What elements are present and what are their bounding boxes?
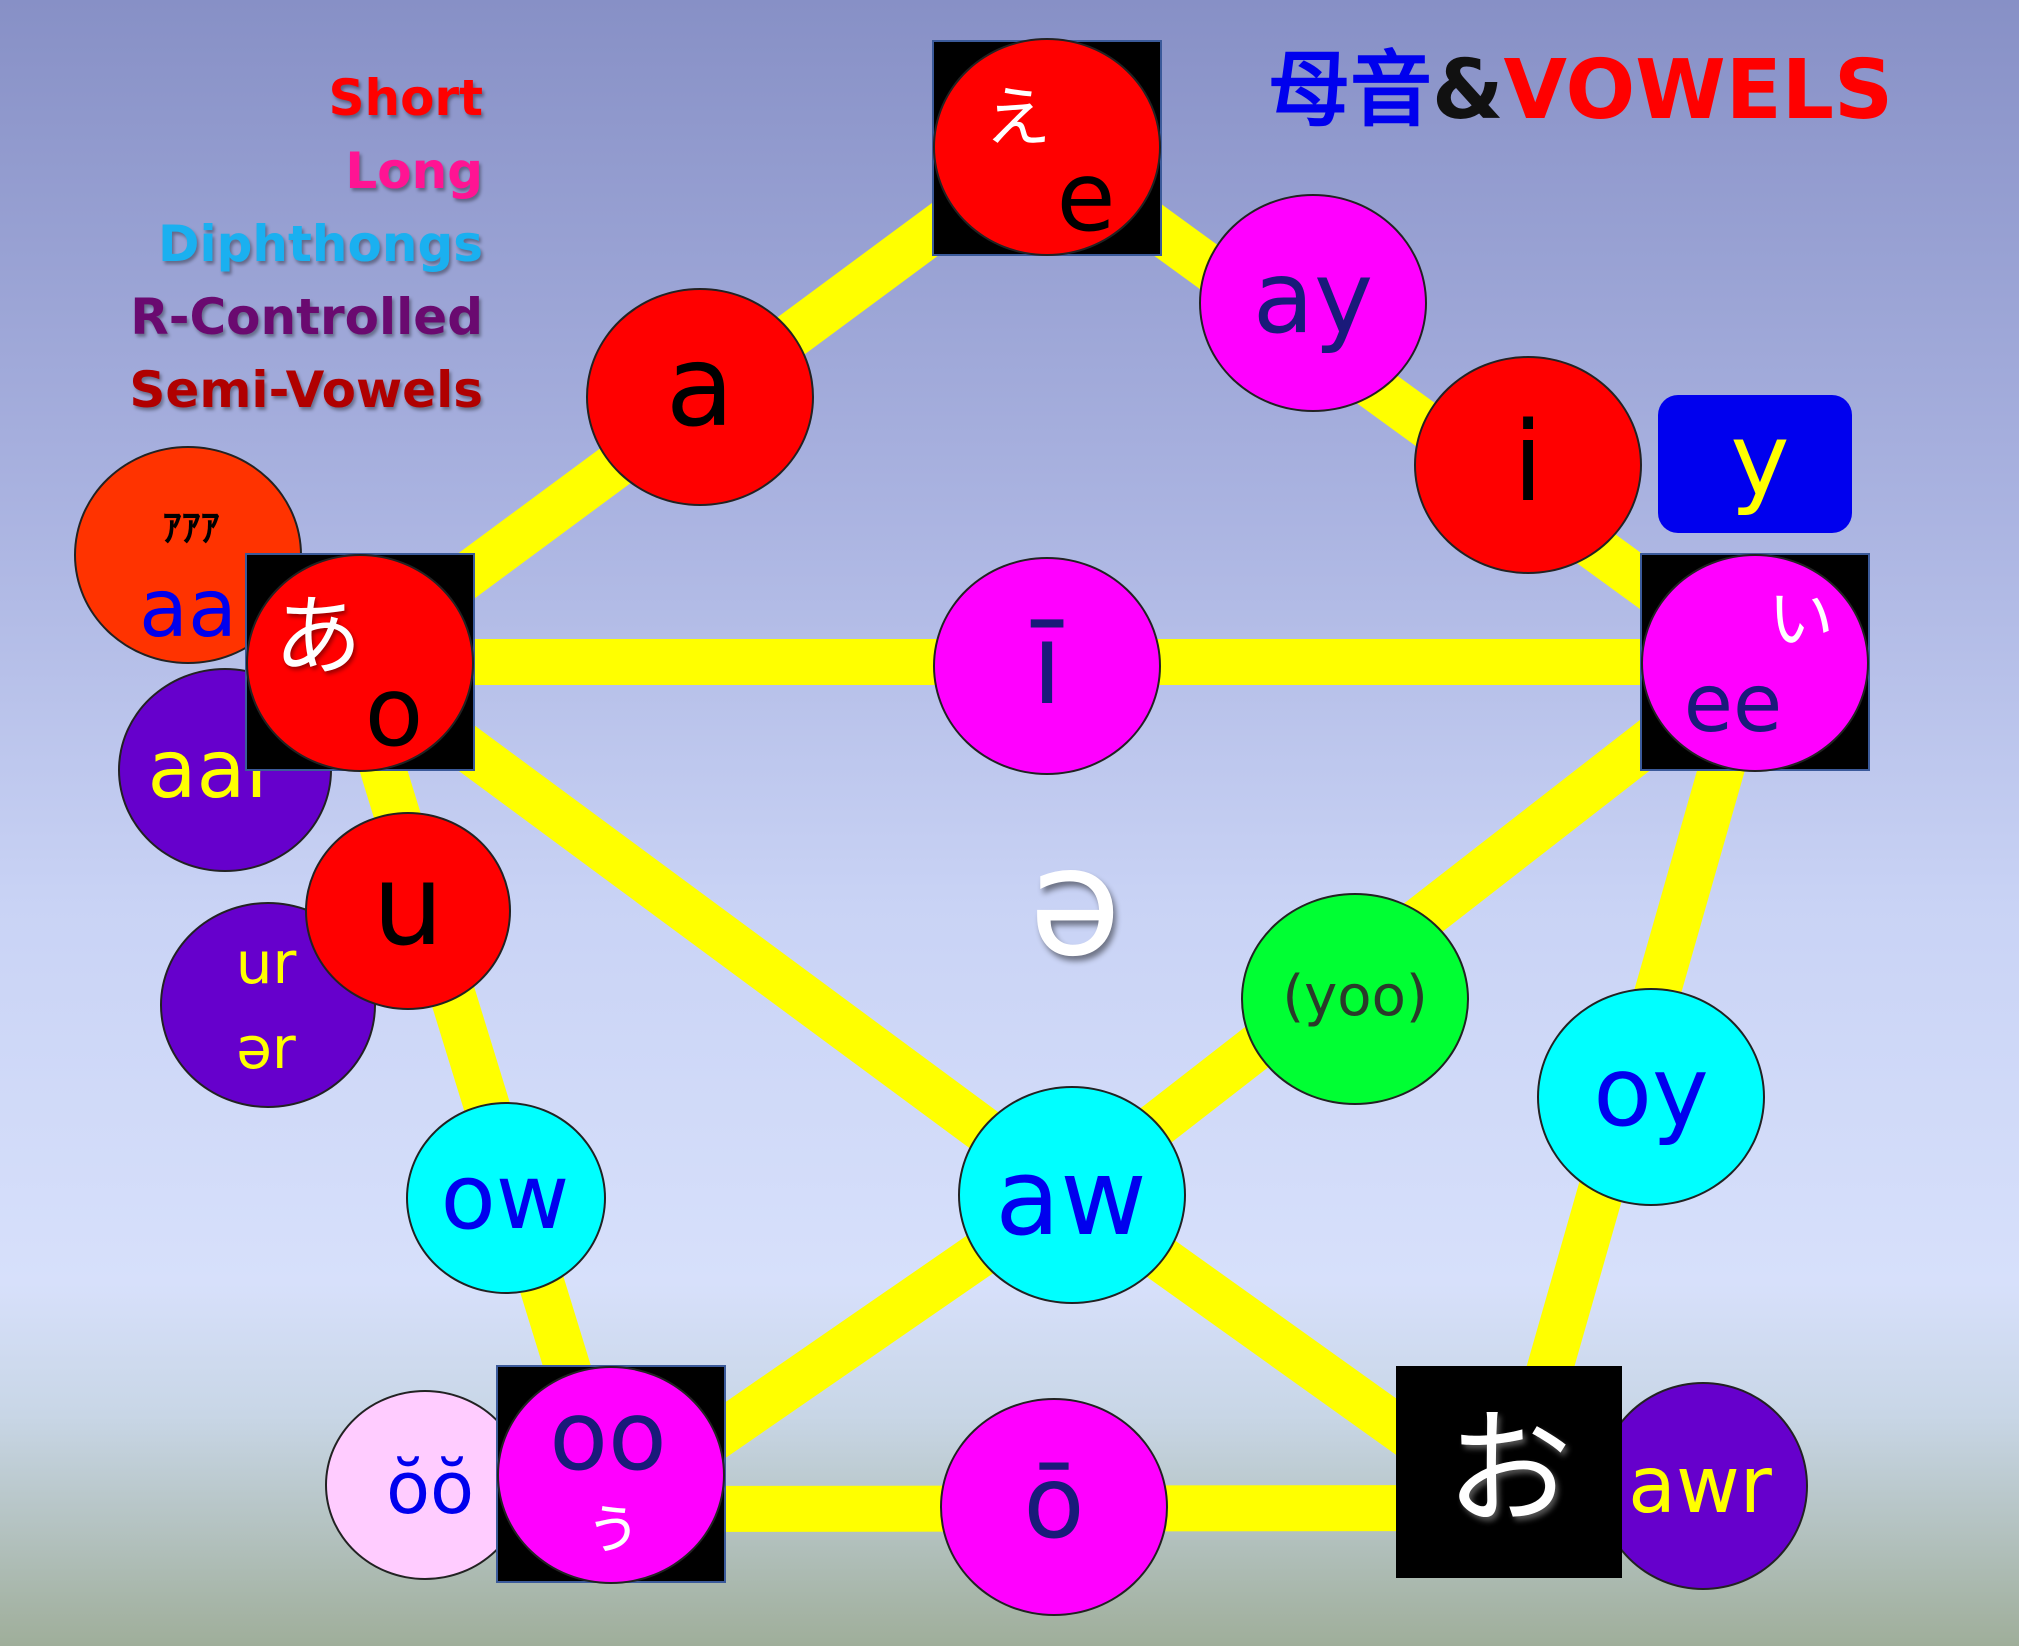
vowel-long-o-label: ō	[1023, 1444, 1085, 1561]
vowel-oy	[1537, 988, 1765, 1206]
node-oo-label: oo	[549, 1380, 667, 1492]
legend-r-controlled: R-Controlled	[130, 288, 483, 346]
vowel-a	[586, 288, 814, 506]
vowel-ay-label: ay	[1252, 239, 1374, 356]
r-controlled-awr	[1598, 1382, 1808, 1590]
vowel-u-label: u	[372, 841, 444, 971]
vowel-long-i-label: ī	[1031, 600, 1063, 730]
legend-diphthongs: Diphthongs	[157, 215, 483, 273]
node-ee-circle	[1641, 554, 1869, 772]
node-e-circle	[933, 38, 1161, 256]
vowel-aw	[958, 1086, 1186, 1304]
vowel-short-oo	[325, 1390, 525, 1580]
node-e-kana: え	[985, 79, 1051, 156]
node-aw-corner-square	[1396, 1366, 1622, 1578]
title-kanji: 母音	[1268, 43, 1433, 138]
r-controlled-aa-label: aa	[138, 562, 238, 655]
node-oo-kana: ぅ	[580, 1489, 644, 1563]
node-o-circle	[246, 554, 474, 772]
vowel-yoo	[1241, 893, 1469, 1105]
vowel-ay	[1199, 194, 1427, 412]
vowel-aw-label: aw	[995, 1136, 1147, 1259]
vowel-long-i	[933, 557, 1161, 775]
legend-semi-vowels: Semi-Vowels	[129, 361, 483, 419]
title-vowels: VOWELS	[1503, 43, 1894, 138]
vowel-oy-label: oy	[1593, 1036, 1709, 1148]
r-controlled-aa-kana: ｱｱｱ	[162, 506, 220, 550]
semi-vowel-y-box	[1658, 395, 1852, 533]
vowel-ow	[406, 1102, 606, 1294]
r-controlled-er-label: ər	[236, 1014, 296, 1082]
vowel-yoo-label: (yoo)	[1282, 964, 1428, 1029]
node-aw-corner-kana: お	[1446, 1396, 1572, 1543]
vowel-long-o	[940, 1398, 1168, 1616]
node-o-label: o	[364, 656, 424, 768]
r-controlled-ur-label: ur	[235, 929, 297, 997]
vowel-i	[1414, 356, 1642, 574]
semi-vowel-y-label: y	[1730, 401, 1790, 518]
title-amp: &	[1432, 43, 1504, 138]
vowel-short-oo-label: ŏŏ	[385, 1446, 475, 1530]
node-ee-kana: い	[1768, 581, 1834, 658]
node-oo-circle	[497, 1366, 725, 1584]
vowel-i-label: i	[1512, 398, 1544, 526]
vowel-ow-label: ow	[440, 1145, 570, 1250]
node-ee-label: ee	[1683, 657, 1783, 750]
node-e-label: e	[1056, 141, 1116, 253]
legend-long: Long	[345, 142, 483, 200]
legend-short: Short	[328, 69, 483, 127]
vowel-u	[305, 812, 511, 1010]
r-controlled-awr-label: awr	[1628, 1441, 1772, 1531]
page-title: 母音&VOWELS	[1268, 50, 1893, 132]
schwa-symbol: ə	[1028, 816, 1122, 990]
node-o-kana: あ	[273, 585, 363, 688]
vowel-a-label: a	[665, 322, 735, 452]
